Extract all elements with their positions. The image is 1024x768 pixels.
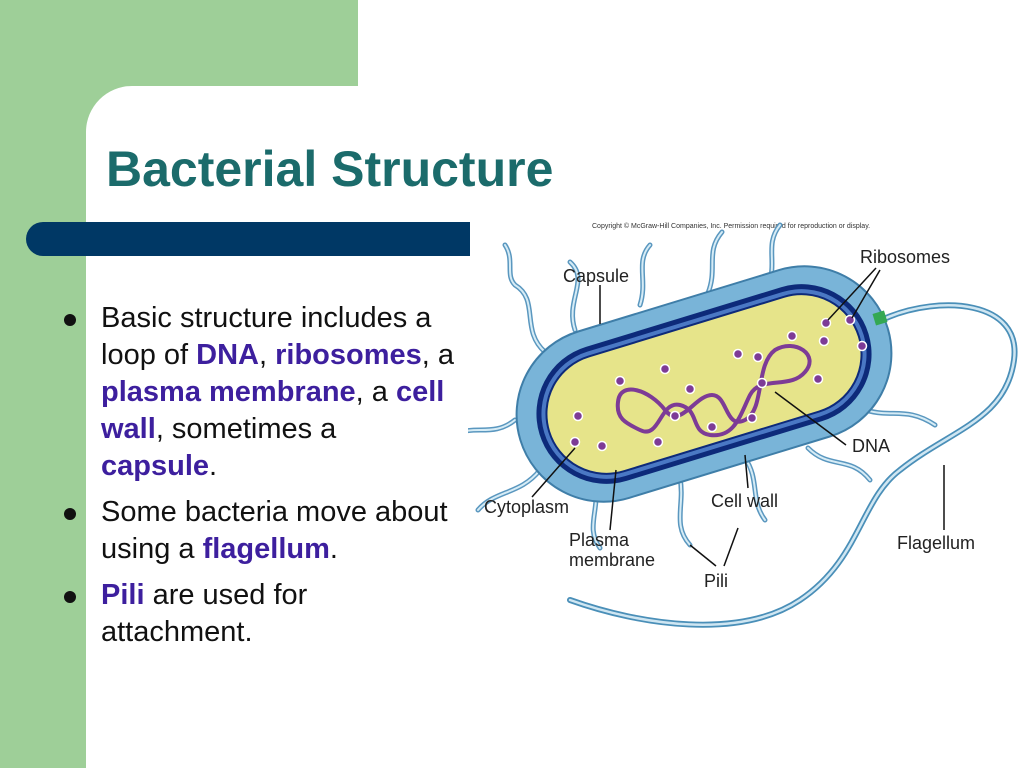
- label-flagellum: Flagellum: [897, 533, 975, 553]
- bullet-text: Some bacteria move about using a: [101, 496, 448, 565]
- bullet-text: .: [329, 533, 338, 565]
- bullet-text: , sometimes a: [155, 413, 337, 445]
- bacterium-diagram: Copyright © McGraw-Hill Companies, Inc. …: [468, 222, 1018, 628]
- keyword-capsule: capsule: [101, 450, 209, 482]
- bullet-text: are used for attachment.: [101, 579, 308, 648]
- leader-lines: [531, 267, 945, 567]
- bullet-icon: [64, 591, 76, 603]
- dna-loop: [615, 343, 812, 438]
- bullet-item: Some bacteria move about using a flagell…: [58, 494, 458, 568]
- copyright-notice: Copyright © McGraw-Hill Companies, Inc. …: [592, 222, 870, 230]
- bullet-item: Pili are used for attachment.: [58, 577, 458, 651]
- keyword-ribosomes: ribosomes: [275, 339, 422, 371]
- bullet-text: , a: [421, 339, 455, 371]
- label-cytoplasm: Cytoplasm: [484, 497, 569, 517]
- label-pili: Pili: [704, 571, 728, 591]
- background-white-strip: [358, 0, 1024, 90]
- slide-title: Bacterial Structure: [106, 141, 554, 197]
- keyword-flagellum: flagellum: [202, 533, 330, 565]
- label-cell-wall: Cell wall: [711, 491, 778, 511]
- keyword-pili: Pili: [101, 579, 145, 611]
- label-ribosomes: Ribosomes: [860, 247, 950, 267]
- bullet-icon: [64, 508, 76, 520]
- bullet-icon: [64, 314, 76, 326]
- bullet-item: Basic structure includes a loop of DNA , …: [58, 300, 458, 485]
- keyword-cell-wall: cell wall: [101, 376, 445, 445]
- ribosomes: [569, 314, 868, 452]
- label-membrane: membrane: [569, 550, 655, 570]
- flagellum-highlight: [568, 304, 1016, 626]
- bullet-text: .: [209, 450, 218, 482]
- bullet-list: Basic structure includes a loop of DNA , …: [58, 300, 458, 660]
- bullet-text: , a: [355, 376, 396, 408]
- title-divider-bar: [26, 222, 470, 256]
- flagellum-base: [872, 310, 888, 326]
- label-dna: DNA: [852, 436, 890, 456]
- keyword-dna: DNA: [196, 339, 259, 371]
- bullet-text: ,: [258, 339, 276, 371]
- keyword-plasma-membrane: plasma membrane: [101, 376, 356, 408]
- cytoplasm: [545, 293, 863, 475]
- bullet-text: Basic structure includes a loop of: [101, 302, 432, 371]
- label-capsule: Capsule: [563, 266, 629, 286]
- label-plasma: Plasma: [569, 530, 630, 550]
